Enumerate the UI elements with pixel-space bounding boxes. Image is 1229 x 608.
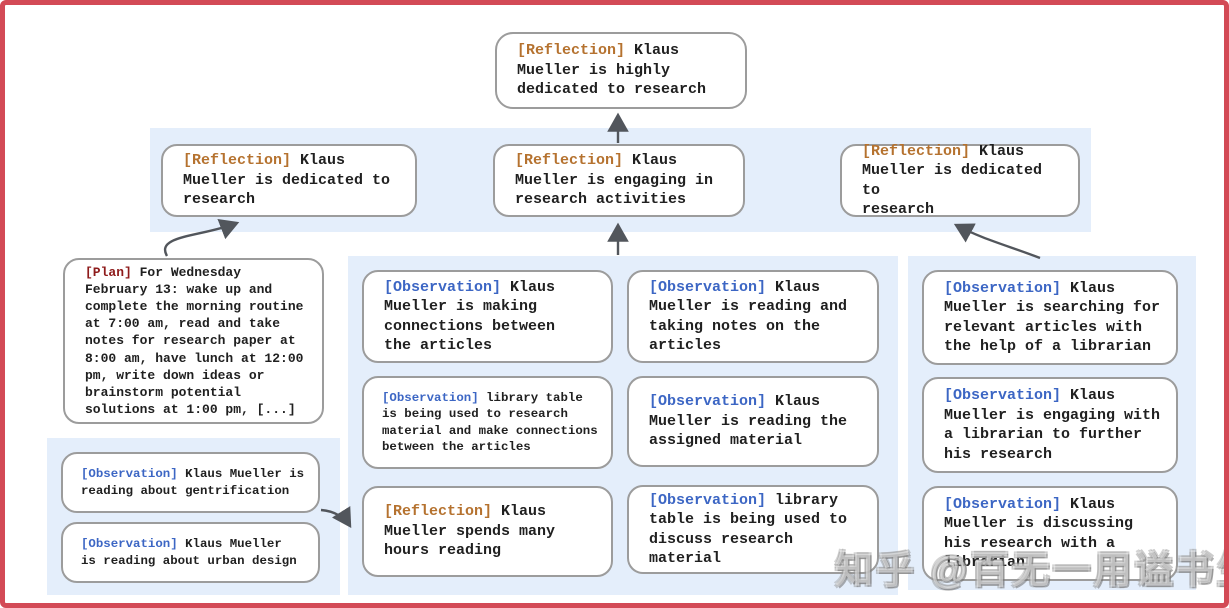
node-top-reflection: [Reflection] Klaus Mueller is highly ded… [495,32,747,109]
node-body: Klaus Mueller is dedicated to research [183,152,391,209]
node-plan: [Plan] For Wednesday February 13: wake u… [63,258,324,424]
node-body: library table is being used to discuss r… [649,491,848,568]
plan-tag: [Plan] [85,264,132,280]
node-reflection-center: [Reflection] Klaus Mueller is engaging i… [493,144,745,217]
node-obs-assigned-material: [Observation] Klaus Mueller is reading t… [627,376,879,467]
observation-tag: [Observation] [649,393,767,411]
node-obs-library-discuss: [Observation] library table is being use… [627,485,879,574]
node-reflection-left: [Reflection] Klaus Mueller is dedicated … [161,144,417,217]
observation-tag: [Observation] [649,278,767,296]
node-reflection-right: [Reflection] Klaus Mueller is dedicated … [840,142,1080,219]
node-obs-reading-notes: [Observation] Klaus Mueller is reading a… [627,270,879,363]
reflection-tag: [Reflection] [862,142,971,160]
node-body: For Wednesday February 13: wake up and c… [85,264,304,418]
reflection-tag: [Reflection] [517,42,626,60]
reflection-tag: [Reflection] [515,152,624,170]
node-obs-discussing-research: [Observation] Klaus Mueller is discussin… [922,486,1178,581]
node-obs-urban-design: [Observation] Klaus Mueller is reading a… [61,522,320,583]
node-body: Klaus Mueller is engaging in research ac… [515,152,714,209]
node-body: Klaus Mueller is discussing his research… [944,495,1134,572]
node-body: Klaus Mueller spends many hours reading [384,503,556,560]
observation-tag: [Observation] [944,495,1062,513]
node-obs-making-connections: [Observation] Klaus Mueller is making co… [362,270,613,363]
node-body: Klaus Mueller is reading about urban des… [81,537,297,568]
observation-tag: [Observation] [944,387,1062,404]
node-body: Klaus Mueller is highly dedicated to res… [517,42,707,99]
reflection-tag: [Reflection] [183,152,292,170]
node-body: Klaus Mueller is reading and taking note… [649,278,848,355]
node-obs-library-research: [Observation] library table is being use… [362,376,613,469]
node-obs-engaging-librarian: [Observation] Klaus Mueller is engaging … [922,377,1178,473]
node-body: Klaus Mueller is engaging with a librari… [944,387,1161,463]
node-body: Klaus Mueller is making connections betw… [384,278,556,355]
observation-tag: [Observation] [384,278,502,296]
observation-tag: [Observation] [649,491,767,509]
node-obs-searching-articles: [Observation] Klaus Mueller is searching… [922,270,1178,365]
node-body: library table is being used to research … [382,391,598,454]
node-obs-gentrification: [Observation] Klaus Mueller is reading a… [61,452,320,513]
reflection-tag: [Reflection] [384,503,493,521]
observation-tag: [Observation] [81,537,178,552]
node-body: Klaus Mueller is reading about gentrific… [81,467,305,498]
observation-tag: [Observation] [944,279,1062,297]
node-body: Klaus Mueller is searching for relevant … [944,279,1161,356]
node-body: Klaus Mueller is dedicated to research [862,142,1043,219]
node-body: Klaus Mueller is reading the assigned ma… [649,393,848,450]
observation-tag: [Observation] [382,391,479,406]
observation-tag: [Observation] [81,467,178,482]
node-reflection-hours-reading: [Reflection] Klaus Mueller spends many h… [362,486,613,577]
